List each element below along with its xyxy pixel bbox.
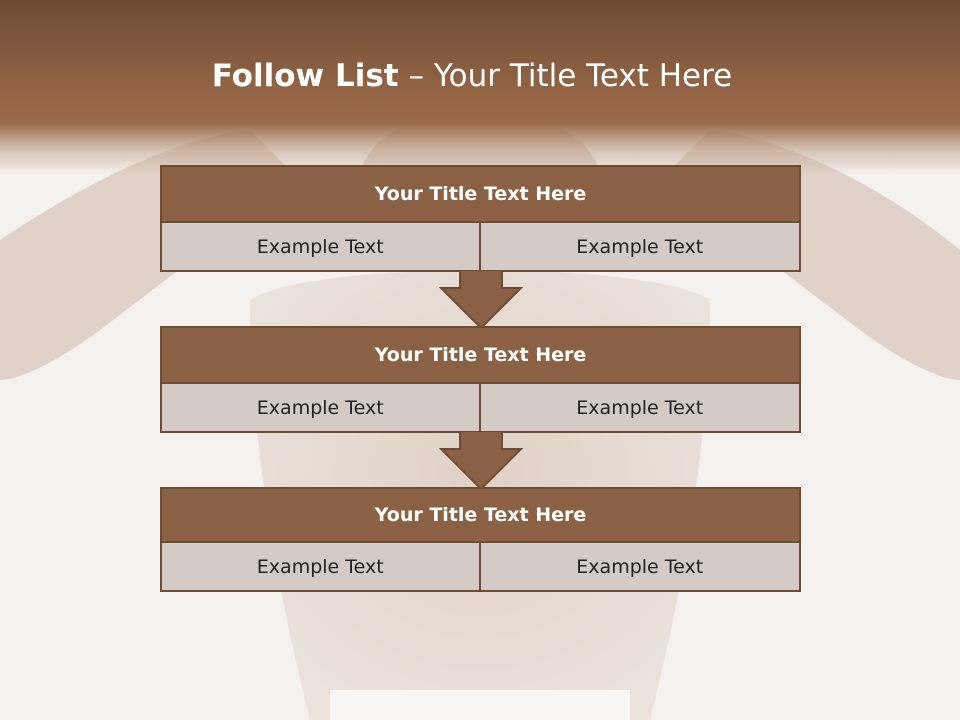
down-arrow-icon — [439, 270, 523, 330]
list-block-1: Your Title Text Here Example Text Exampl… — [160, 165, 801, 272]
list-block-2: Your Title Text Here Example Text Exampl… — [160, 326, 801, 433]
block-cell-right: Example Text — [480, 384, 801, 433]
block-title: Your Title Text Here — [160, 165, 801, 223]
block-cell-left: Example Text — [160, 223, 481, 272]
block-row: Example Text Example Text — [160, 223, 801, 272]
block-cell-left: Example Text — [160, 384, 481, 433]
block-cell-right: Example Text — [480, 223, 801, 272]
block-title: Your Title Text Here — [160, 326, 801, 384]
block-row: Example Text Example Text — [160, 384, 801, 433]
block-title: Your Title Text Here — [160, 487, 801, 543]
slide-title-rest: – Your Title Text Here — [398, 58, 733, 94]
list-block-3: Your Title Text Here Example Text Exampl… — [160, 487, 801, 592]
header-band — [0, 0, 960, 175]
block-cell-right: Example Text — [480, 543, 801, 592]
slide-title-bold: Follow List — [211, 58, 399, 94]
slide-title: Follow List – Your Title Text Here — [0, 54, 944, 98]
block-row: Example Text Example Text — [160, 543, 801, 592]
block-cell-left: Example Text — [160, 543, 481, 592]
down-arrow-icon — [439, 431, 523, 491]
